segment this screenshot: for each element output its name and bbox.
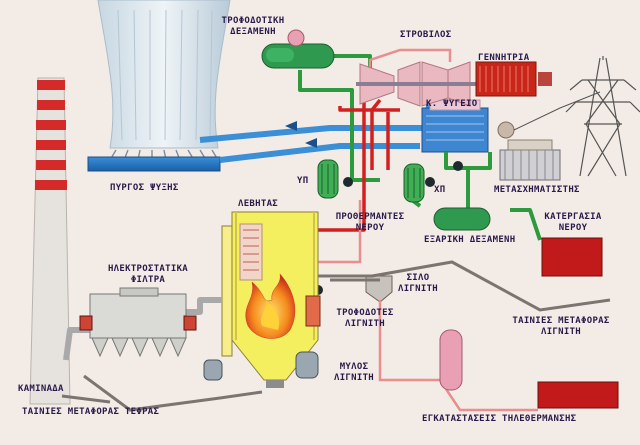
electrostatic-filters-label-line2: ΦΙΛΤΡΑ — [96, 275, 200, 286]
turbine-label: ΣΤΡΟΒΙΛΟΣ — [400, 30, 451, 41]
lignite-feeders-label-line1: ΤΡΟΦΟΔΟΤΕΣ — [330, 308, 400, 319]
water-treatment-label: ΚΑΤΕΡΓΑΣΙΑ ΝΕΡΟΥ — [537, 212, 609, 234]
hp-label: ΥΠ — [297, 176, 308, 187]
lp-label: ΧΠ — [434, 185, 445, 196]
lignite-silo-label-line2: ΛΙΓΝΙΤΗ — [390, 284, 446, 295]
hp-preheater — [318, 160, 338, 198]
district-heating-label: ΕΓΚΑΤΑΣΤΑΣΕΙΣ ΤΗΛΕΘΕΡΜΑΝΣΗΣ — [422, 414, 576, 425]
electrostatic-filters-label: ΗΛΕΚΤΡΟΣΤΑΤΙΚΑ ΦΙΛΤΡΑ — [96, 264, 200, 286]
electrostatic-precipitator — [80, 288, 196, 356]
lignite-feeders-label: ΤΡΟΦΟΔΟΤΕΣ ΛΙΓΝΙΤΗ — [330, 308, 400, 330]
chimney-label: ΚΑΜΙΝΑΔΑ — [18, 384, 64, 395]
feed-water-tank-label: ΤΡΟΦΟΔΟΤΙΚΗ ΔΕΞΑΜΕΝΗ — [214, 16, 292, 38]
ash-conveyor-label: ΤΑΙΝΙΕΣ ΜΕΤΑΦΟΡΑΣ ΤΕΦΡΑΣ — [22, 407, 159, 418]
lignite-feeders-label-line2: ΛΙΓΝΙΤΗ — [330, 319, 400, 330]
preheaters-label-line2: ΝΕΡΟΥ — [326, 223, 414, 234]
generator-label: ΓΕΝΝΗΤΡΙΑ — [478, 53, 529, 64]
water-treatment-label-line1: ΚΑΤΕΡΓΑΣΙΑ — [537, 212, 609, 223]
lignite-mill-label: ΜΥΛΟΣ ΛΙΓΝΙΤΗ — [326, 362, 382, 384]
electrostatic-filters-label-line1: ΗΛΕΚΤΡΟΣΤΑΤΙΚΑ — [96, 264, 200, 275]
preheaters-label: ΠΡΟΘΕΡΜΑΝΤΕΣ ΝΕΡΟΥ — [326, 212, 414, 234]
lignite-mill-label-line1: ΜΥΛΟΣ — [326, 362, 382, 373]
water-treatment — [542, 238, 602, 276]
conveyor-belts-label-line2: ΛΙΓΝΙΤΗ — [498, 327, 624, 338]
demineralized-water-tank — [434, 208, 490, 230]
water-treatment-label-line2: ΝΕΡΟΥ — [537, 223, 609, 234]
district-heating-facility — [538, 382, 618, 408]
lp-preheater — [404, 164, 424, 202]
boiler-label: ΛΕΒΗΤΑΣ — [238, 199, 278, 210]
conveyor-belts-label-line1: ΤΑΙΝΙΕΣ ΜΕΤΑΦΟΡΑΣ — [498, 316, 624, 327]
lignite-mill-label-line2: ΛΙΓΝΙΤΗ — [326, 373, 382, 384]
lignite-silo-label: ΣΙΛΟ ΛΙΓΝΙΤΗ — [390, 273, 446, 295]
conveyor-belts-label: ΤΑΙΝΙΕΣ ΜΕΤΑΦΟΡΑΣ ΛΙΓΝΙΤΗ — [498, 316, 624, 338]
transformer-label: ΜΕΤΑΣΧΗΜΑΤΙΣΤΗΣ — [494, 185, 580, 196]
demineralized-water-tank-label: ΕΞΑΡΙΚΗ ΔΕΞΑΜΕΝΗ — [424, 235, 516, 246]
cooling-tower-label: ΠΥΡΓΟΣ ΨΥΞΗΣ — [110, 183, 179, 194]
feed-water-tank-label-line2: ΔΕΞΑΜΕΝΗ — [214, 27, 292, 38]
condenser-label: Κ. ΨΥΓΕΙΟ — [426, 99, 477, 110]
district-heating-tank — [440, 330, 462, 390]
feed-water-tank-label-line1: ΤΡΟΦΟΔΟΤΙΚΗ — [214, 16, 292, 27]
lignite-silo-label-line1: ΣΙΛΟ — [390, 273, 446, 284]
preheaters-label-line1: ΠΡΟΘΕΡΜΑΝΤΕΣ — [326, 212, 414, 223]
